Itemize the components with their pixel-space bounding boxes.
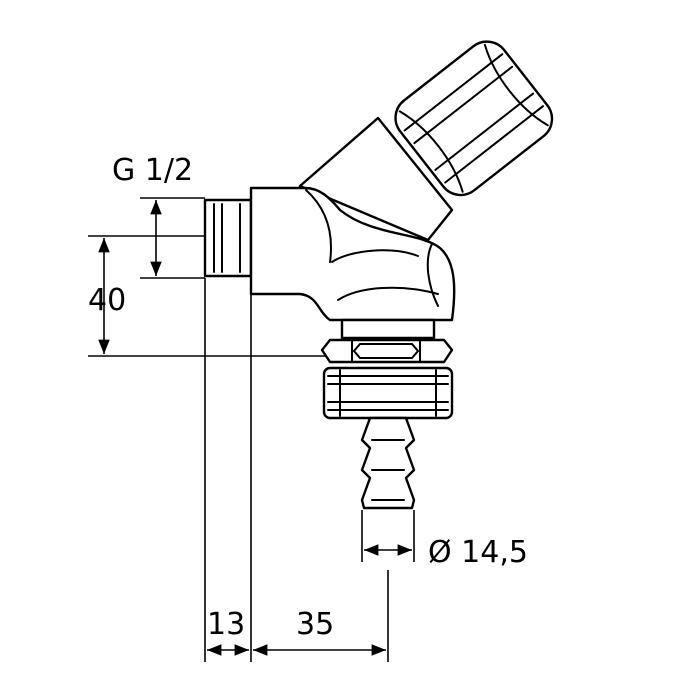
offset-large-label: 35 bbox=[296, 607, 334, 642]
body-neck bbox=[340, 318, 436, 340]
height-label: 40 bbox=[88, 283, 126, 318]
valve-body bbox=[203, 116, 456, 510]
dimension-lines bbox=[88, 197, 415, 662]
offset-small-label: 13 bbox=[207, 607, 245, 642]
hose-barb bbox=[360, 416, 416, 510]
threaded-inlet bbox=[203, 198, 253, 278]
diameter-label: Ø 14,5 bbox=[428, 535, 528, 570]
thread-label: G 1/2 bbox=[112, 153, 193, 188]
handle-knob bbox=[394, 40, 554, 197]
handle-housing bbox=[298, 116, 454, 242]
